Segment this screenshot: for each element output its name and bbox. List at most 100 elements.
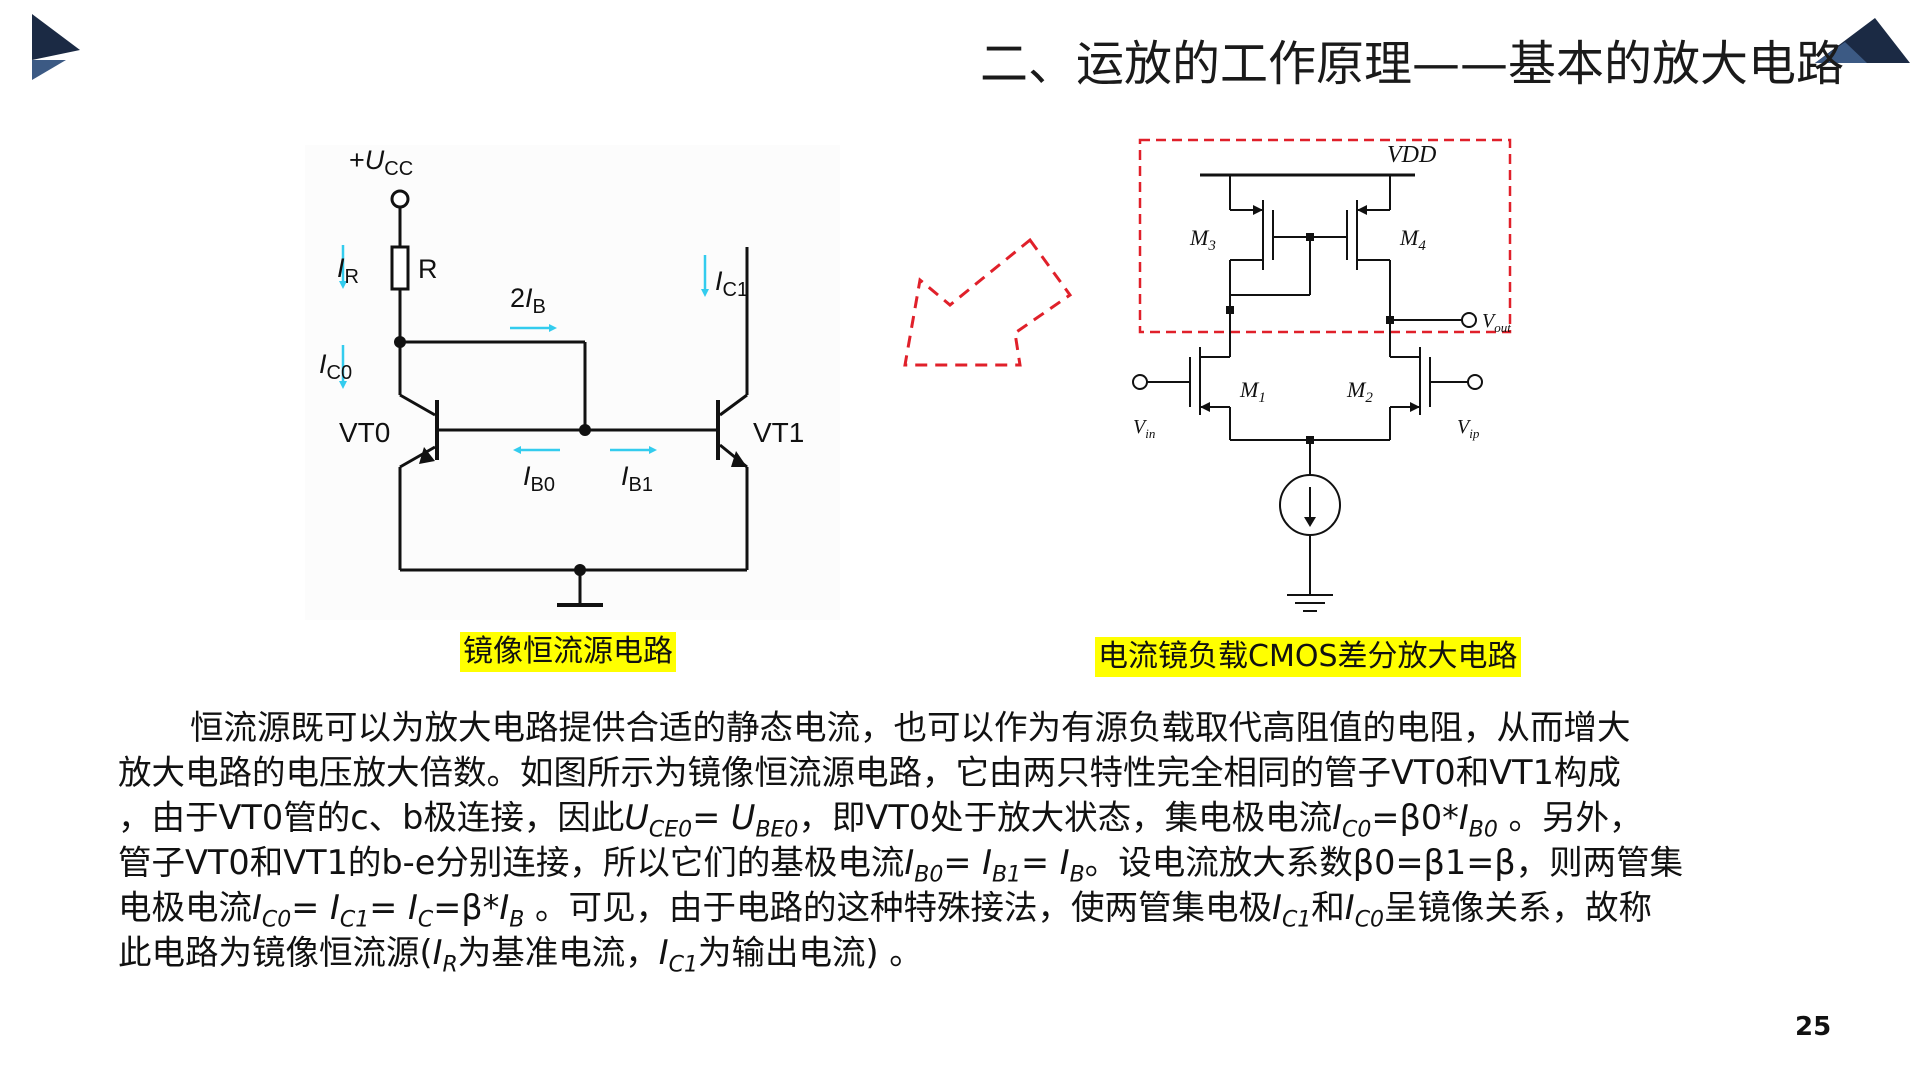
cmos-diff-amp-diagram: VDD M3 M4 Vout M1 M2 Vin Vip bbox=[1125, 135, 1525, 635]
vip-symbol: V bbox=[1457, 416, 1472, 438]
math-subscript: C bbox=[417, 907, 434, 933]
math-subscript: B bbox=[1069, 862, 1085, 888]
m2-subscript: 2 bbox=[1365, 390, 1373, 406]
vin-symbol: V bbox=[1133, 416, 1148, 438]
svg-text:Vin: Vin bbox=[1133, 416, 1155, 441]
vin-subscript: in bbox=[1145, 426, 1155, 441]
math-symbol: I bbox=[1344, 888, 1355, 927]
text-run: = bbox=[291, 888, 330, 927]
math-symbol: I bbox=[1332, 798, 1343, 837]
vdd-label: VDD bbox=[1387, 142, 1436, 168]
svg-text:IB0: IB0 bbox=[523, 461, 555, 496]
m1-symbol: M bbox=[1239, 377, 1260, 402]
figure-left-caption: 镜像恒流源电路 bbox=[460, 632, 676, 672]
ib2-subscript: B bbox=[533, 296, 546, 318]
m4-subscript: 4 bbox=[1418, 238, 1426, 254]
text-run: 管子VT0和VT1的b-e分别连接，所以它们的基极电流 bbox=[118, 843, 905, 882]
text-run: =β* bbox=[433, 888, 500, 927]
m1-subscript: 1 bbox=[1258, 390, 1266, 406]
figure-right-caption: 电流镜负载CMOS差分放大电路 bbox=[1095, 637, 1521, 677]
math-subscript: C0 bbox=[1354, 907, 1385, 933]
paragraph-line-5: 电极电流IC0= IC1= IC=β*IB 。可见，由于电路的这种特殊接法，使两… bbox=[118, 885, 1808, 933]
m3-symbol: M bbox=[1189, 225, 1210, 250]
text-run: ，即VT0处于放大状态，集电极电流 bbox=[798, 798, 1333, 837]
ic0-subscript: C0 bbox=[327, 362, 353, 384]
logo-mountain-icon bbox=[1815, 18, 1910, 63]
math-subscript: C0 bbox=[261, 907, 292, 933]
vt1-label: VT1 bbox=[753, 417, 804, 448]
body-paragraph: 恒流源既可以为放大电路提供合适的静态电流，也可以作为有源负载取代高阻值的电阻，从… bbox=[118, 705, 1808, 978]
paragraph-line-1: 恒流源既可以为放大电路提供合适的静态电流，也可以作为有源负载取代高阻值的电阻，从… bbox=[190, 708, 1631, 747]
ib1-symbol: I bbox=[621, 461, 629, 491]
svg-text:M3: M3 bbox=[1189, 225, 1216, 254]
dashed-arrow-icon bbox=[903, 237, 1073, 367]
math-subscript: B0 bbox=[1468, 817, 1498, 843]
text-run: =β0* bbox=[1371, 798, 1459, 837]
math-subscript: B bbox=[509, 907, 525, 933]
m2-symbol: M bbox=[1346, 377, 1367, 402]
resistor-label: R bbox=[418, 254, 438, 284]
slide-title: 二、运放的工作原理——基本的放大电路 bbox=[980, 36, 1845, 92]
math-symbol: U bbox=[624, 798, 649, 837]
supply-label: + bbox=[349, 145, 365, 175]
math-symbol: I bbox=[1272, 888, 1282, 927]
m3-subscript: 3 bbox=[1207, 238, 1216, 254]
svg-text:IR: IR bbox=[337, 253, 359, 288]
text-run: 此电路为镜像恒流源( bbox=[118, 933, 433, 972]
supply-subscript: CC bbox=[384, 158, 413, 180]
text-run: 为基准电流， bbox=[457, 933, 659, 972]
ir-symbol: I bbox=[337, 253, 345, 283]
supply-symbol: U bbox=[365, 145, 385, 175]
math-symbol: I bbox=[1059, 843, 1070, 882]
math-symbol: I bbox=[252, 888, 262, 927]
ib2-number: 2 bbox=[510, 283, 525, 313]
svg-text:M1: M1 bbox=[1239, 377, 1266, 406]
text-run: 。设电流放大系数β0=β1=β，则两管集 bbox=[1084, 843, 1684, 882]
math-symbol: I bbox=[982, 843, 992, 882]
svg-text:IC0: IC0 bbox=[319, 349, 352, 384]
ic1-symbol: I bbox=[715, 266, 723, 296]
text-run: = bbox=[1021, 843, 1060, 882]
math-subscript: C0 bbox=[1342, 817, 1372, 843]
svg-text:2IB: 2IB bbox=[510, 283, 546, 318]
text-run: 呈镜像关系，故称 bbox=[1384, 888, 1653, 927]
math-subscript: R bbox=[442, 952, 458, 978]
svg-text:+UCC: +UCC bbox=[349, 145, 413, 180]
svg-text:M2: M2 bbox=[1346, 377, 1373, 406]
math-subscript: C1 bbox=[1281, 907, 1312, 933]
paragraph-line-4: 管子VT0和VT1的b-e分别连接，所以它们的基极电流IB0= IB1= IB。… bbox=[118, 840, 1808, 888]
math-symbol: I bbox=[432, 933, 443, 972]
math-subscript: B1 bbox=[991, 862, 1022, 888]
svg-text:IC1: IC1 bbox=[715, 266, 748, 301]
text-run: 和 bbox=[1311, 888, 1345, 927]
ib0-subscript: B0 bbox=[531, 474, 555, 496]
paragraph-line-2: 放大电路的电压放大倍数。如图所示为镜像恒流源电路，它由两只特性完全相同的管子VT… bbox=[118, 753, 1621, 792]
math-symbol: I bbox=[499, 888, 510, 927]
page-number: 25 bbox=[1795, 1012, 1832, 1042]
math-subscript: BE0 bbox=[755, 817, 799, 843]
text-run: 。另外， bbox=[1497, 798, 1643, 837]
math-symbol: I bbox=[904, 843, 915, 882]
current-mirror-diagram: +UCC IR R 2IB IC1 IC0 VT0 VT1 IB0 IB1 bbox=[305, 145, 840, 620]
paragraph-line-3: ，由于VT0管的c、b极连接，因此UCE0= UBE0，即VT0处于放大状态，集… bbox=[118, 795, 1808, 843]
svg-text:IB1: IB1 bbox=[621, 461, 653, 496]
svg-text:M4: M4 bbox=[1399, 225, 1426, 254]
text-run: 为输出电流) 。 bbox=[698, 933, 923, 972]
ir-subscript: R bbox=[345, 266, 359, 288]
text-run: 电极电流 bbox=[118, 888, 252, 927]
ib0-symbol: I bbox=[523, 461, 531, 491]
vout-symbol: V bbox=[1482, 310, 1497, 332]
math-symbol: I bbox=[1458, 798, 1469, 837]
svg-text:Vout: Vout bbox=[1482, 310, 1511, 335]
text-run: = bbox=[943, 843, 983, 882]
vip-subscript: ip bbox=[1469, 426, 1480, 441]
svg-text:Vip: Vip bbox=[1457, 416, 1480, 441]
math-symbol: I bbox=[658, 933, 669, 972]
math-symbol: U bbox=[730, 798, 756, 837]
math-subscript: C1 bbox=[339, 907, 370, 933]
text-run: 。可见，由于电路的这种特殊接法，使两管集电极 bbox=[524, 888, 1273, 927]
ic0-symbol: I bbox=[319, 349, 327, 379]
text-run: = bbox=[369, 888, 408, 927]
math-symbol: I bbox=[329, 888, 340, 927]
text-run: = bbox=[692, 798, 731, 837]
